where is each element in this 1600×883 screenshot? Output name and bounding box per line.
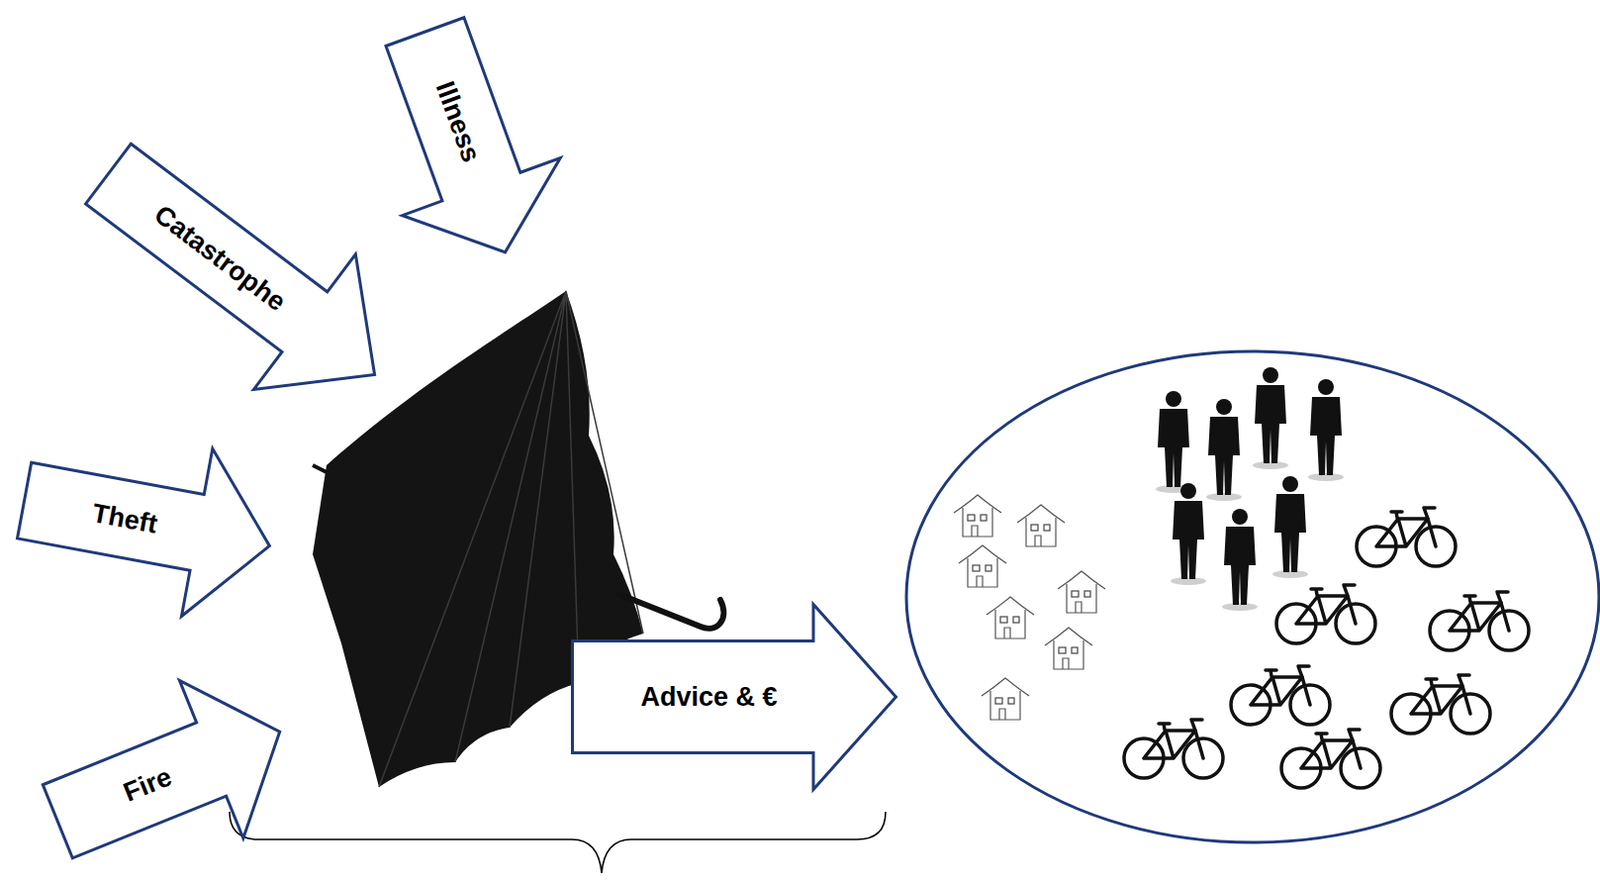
houses: [953, 494, 1106, 720]
arrow-shape: [57, 105, 426, 442]
bicycles: [1124, 507, 1529, 788]
arrow-shape: [7, 415, 284, 629]
curly-brace: [229, 811, 886, 873]
arrow-shape: [25, 652, 312, 883]
block-arrow: Theft: [6, 414, 287, 632]
arrow-label: Theft: [15, 461, 234, 575]
block-arrow: Catastrophe: [55, 103, 428, 445]
block-arrow: Fire: [23, 650, 314, 883]
insured-group-ellipse: [906, 351, 1600, 843]
block-arrow: Illness: [344, 0, 587, 283]
people: [1155, 367, 1344, 611]
arrow-label: Advice & €: [570, 641, 848, 753]
arrow-shape: [346, 2, 585, 282]
arrow-label: Illness: [384, 15, 530, 228]
arrow-label: Fire: [40, 710, 254, 858]
umbrella-handle: [618, 593, 724, 629]
block-arrow: Advice & €: [570, 602, 898, 791]
arrow-label: Catastrophe: [84, 142, 356, 374]
